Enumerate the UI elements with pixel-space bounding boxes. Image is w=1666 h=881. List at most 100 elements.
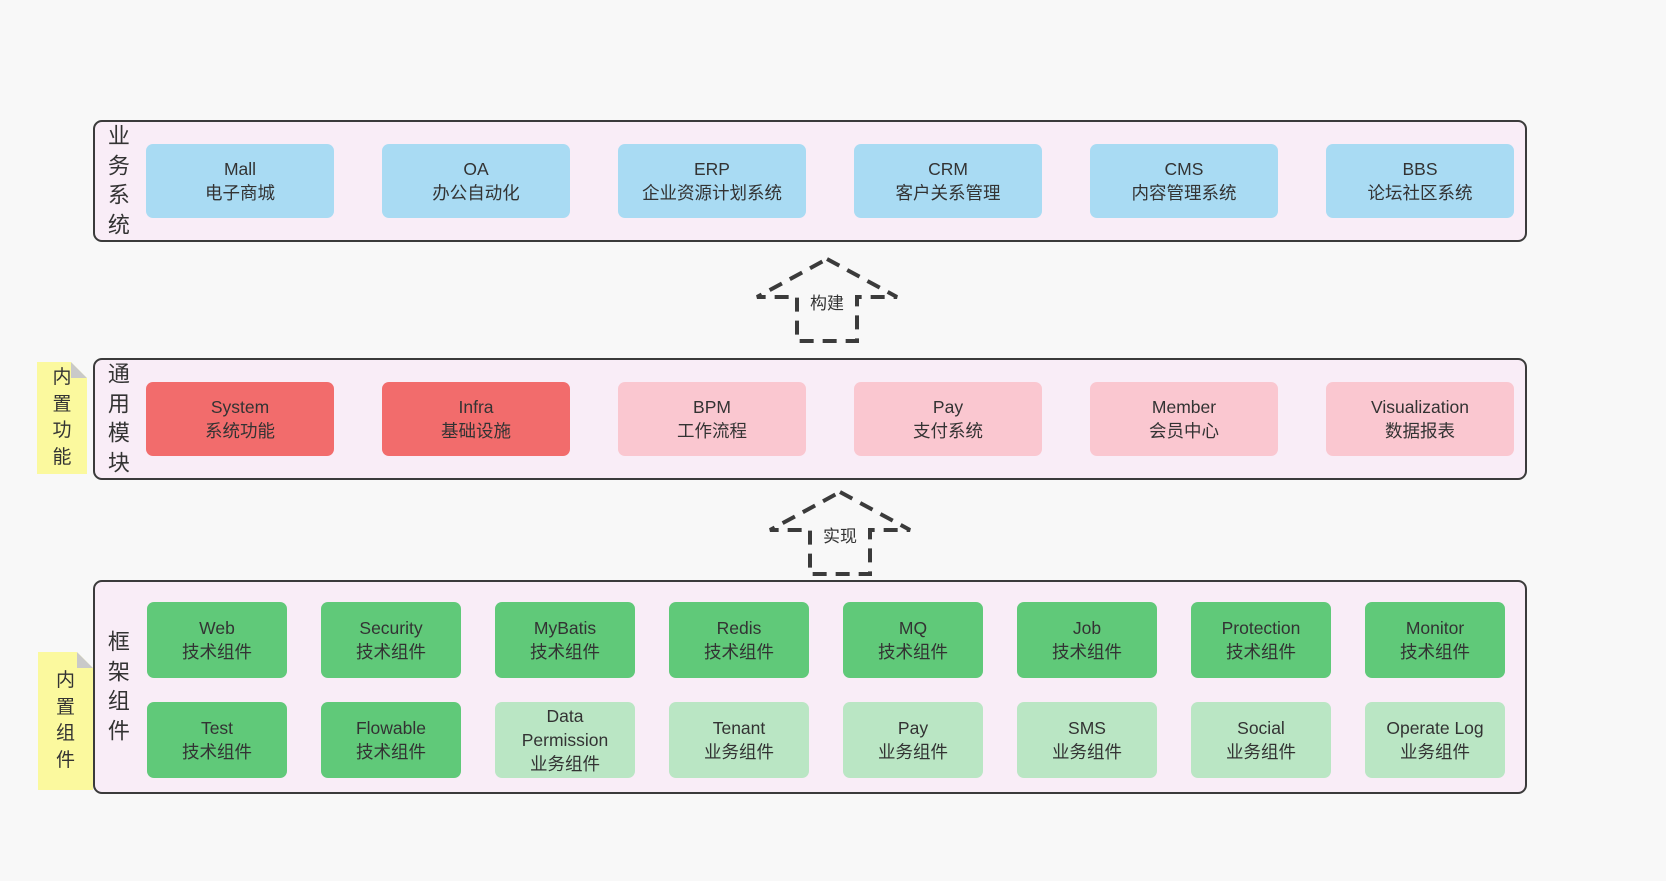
layer-label-common-modules: 通用模块 <box>107 361 130 476</box>
box-subtitle: 业务组件 <box>878 742 948 762</box>
box-title: Visualization <box>1371 397 1469 417</box>
box-title: ERP <box>694 159 730 179</box>
box-subtitle: 技术组件 <box>182 742 252 762</box>
box-subtitle: 支付系统 <box>913 421 983 441</box>
box-title: MQ <box>898 618 928 638</box>
framework-components-row-1: Web 技术组件 Security 技术组件 MyBatis 技术组件 Redi… <box>147 602 1505 678</box>
sticky-text: 内置组件 <box>55 669 76 771</box>
box-protection: Protection 技术组件 <box>1191 602 1331 678</box>
arrow-label-implement: 实现 <box>820 522 860 547</box>
box-subtitle: 技术组件 <box>1400 642 1470 662</box>
box-redis: Redis 技术组件 <box>669 602 809 678</box>
box-subtitle: 数据报表 <box>1385 421 1455 441</box>
box-subtitle: 办公自动化 <box>432 183 520 203</box>
box-job: Job 技术组件 <box>1017 602 1157 678</box>
box-subtitle: 业务组件 <box>1400 742 1470 762</box>
box-title: Redis <box>716 618 762 638</box>
box-subtitle: 技术组件 <box>356 742 426 762</box>
business-systems-row: Mall 电子商城 OA 办公自动化 ERP 企业资源计划系统 CRM 客户关系… <box>146 144 1514 218</box>
box-social: Social 业务组件 <box>1191 702 1331 778</box>
folded-corner-icon <box>77 652 93 668</box>
box-title: Social <box>1237 718 1285 738</box>
business-systems-layer: 业务系统 Mall 电子商城 OA 办公自动化 ERP 企业资源计划系统 CRM… <box>93 120 1527 242</box>
sticky-text: 内置功能 <box>52 366 72 468</box>
box-title: Security <box>359 618 423 638</box>
box-crm: CRM 客户关系管理 <box>854 144 1042 218</box>
dashed-up-arrow-icon <box>769 489 911 576</box>
framework-components-row-2: Test 技术组件 Flowable 技术组件 Data Permission … <box>147 702 1505 778</box>
layer-label-business-systems: 业务系统 <box>107 123 130 238</box>
box-system: System 系统功能 <box>146 382 334 456</box>
box-title: Job <box>1072 618 1102 638</box>
box-title: CRM <box>928 159 968 179</box>
box-title: Member <box>1151 397 1217 417</box>
box-infra: Infra 基础设施 <box>382 382 570 456</box>
box-title: System <box>210 397 270 417</box>
box-oa: OA 办公自动化 <box>382 144 570 218</box>
box-title: Web <box>199 618 235 638</box>
box-operate-log: Operate Log 业务组件 <box>1365 702 1505 778</box>
box-subtitle: 客户关系管理 <box>895 183 1001 203</box>
box-mybatis: MyBatis 技术组件 <box>495 602 635 678</box>
note-built-in-features: 内置功能 <box>37 362 87 474</box>
box-subtitle: 业务组件 <box>530 754 600 774</box>
box-flowable: Flowable 技术组件 <box>321 702 461 778</box>
box-title: Pay <box>897 718 929 738</box>
box-subtitle: 业务组件 <box>704 742 774 762</box>
box-erp: ERP 企业资源计划系统 <box>618 144 806 218</box>
box-title: BPM <box>693 397 731 417</box>
box-title: Protection <box>1221 618 1301 638</box>
box-subtitle: 内容管理系统 <box>1131 183 1237 203</box>
box-data-permission: Data Permission 业务组件 <box>495 702 635 778</box>
box-tenant: Tenant 业务组件 <box>669 702 809 778</box>
box-subtitle: 会员中心 <box>1149 421 1219 441</box>
box-pay-component: Pay 业务组件 <box>843 702 983 778</box>
box-title: Flowable <box>355 718 427 738</box>
dashed-up-arrow-icon <box>756 256 898 343</box>
box-title: Mall <box>223 159 257 179</box>
build-arrow: 构建 <box>752 253 902 345</box>
box-subtitle: 业务组件 <box>1052 742 1122 762</box>
layer-label-framework-components: 框架组件 <box>107 629 130 744</box>
box-subtitle: 技术组件 <box>878 642 948 662</box>
box-bpm: BPM 工作流程 <box>618 382 806 456</box>
box-test: Test 技术组件 <box>147 702 287 778</box>
box-subtitle: 工作流程 <box>677 421 747 441</box>
common-modules-layer: 通用模块 System 系统功能 Infra 基础设施 BPM 工作流程 Pay… <box>93 358 1527 480</box>
common-modules-row: System 系统功能 Infra 基础设施 BPM 工作流程 Pay 支付系统… <box>146 382 1514 456</box>
box-sms: SMS 业务组件 <box>1017 702 1157 778</box>
framework-components-layer: 框架组件 Web 技术组件 Security 技术组件 MyBatis 技术组件… <box>93 580 1527 794</box>
note-built-in-components: 内置组件 <box>38 652 93 790</box>
box-title: Operate Log <box>1386 718 1484 738</box>
box-title: Monitor <box>1405 618 1465 638</box>
box-mq: MQ 技术组件 <box>843 602 983 678</box>
box-subtitle: 技术组件 <box>530 642 600 662</box>
box-pay-system: Pay 支付系统 <box>854 382 1042 456</box>
box-cms: CMS 内容管理系统 <box>1090 144 1278 218</box>
box-visualization: Visualization 数据报表 <box>1326 382 1514 456</box>
box-subtitle: 技术组件 <box>182 642 252 662</box>
box-monitor: Monitor 技术组件 <box>1365 602 1505 678</box>
box-title: Test <box>200 718 234 738</box>
arrow-label-build: 构建 <box>807 289 847 314</box>
box-subtitle: 基础设施 <box>441 421 511 441</box>
box-title: OA <box>463 159 489 179</box>
box-subtitle: 技术组件 <box>1052 642 1122 662</box>
box-member: Member 会员中心 <box>1090 382 1278 456</box>
box-subtitle: 企业资源计划系统 <box>642 183 782 203</box>
box-title: BBS <box>1402 159 1438 179</box>
box-subtitle: 电子商城 <box>205 183 275 203</box>
box-subtitle: 技术组件 <box>1226 642 1296 662</box>
box-security: Security 技术组件 <box>321 602 461 678</box>
box-title: Data Permission <box>521 706 609 750</box>
box-subtitle: 技术组件 <box>356 642 426 662</box>
box-mall: Mall 电子商城 <box>146 144 334 218</box>
box-subtitle: 系统功能 <box>205 421 275 441</box>
box-title: CMS <box>1164 159 1204 179</box>
box-subtitle: 论坛社区系统 <box>1367 183 1473 203</box>
box-title: Infra <box>458 397 494 417</box>
implement-arrow: 实现 <box>765 486 915 578</box>
box-title: Pay <box>932 397 964 417</box>
box-title: Tenant <box>712 718 766 738</box>
